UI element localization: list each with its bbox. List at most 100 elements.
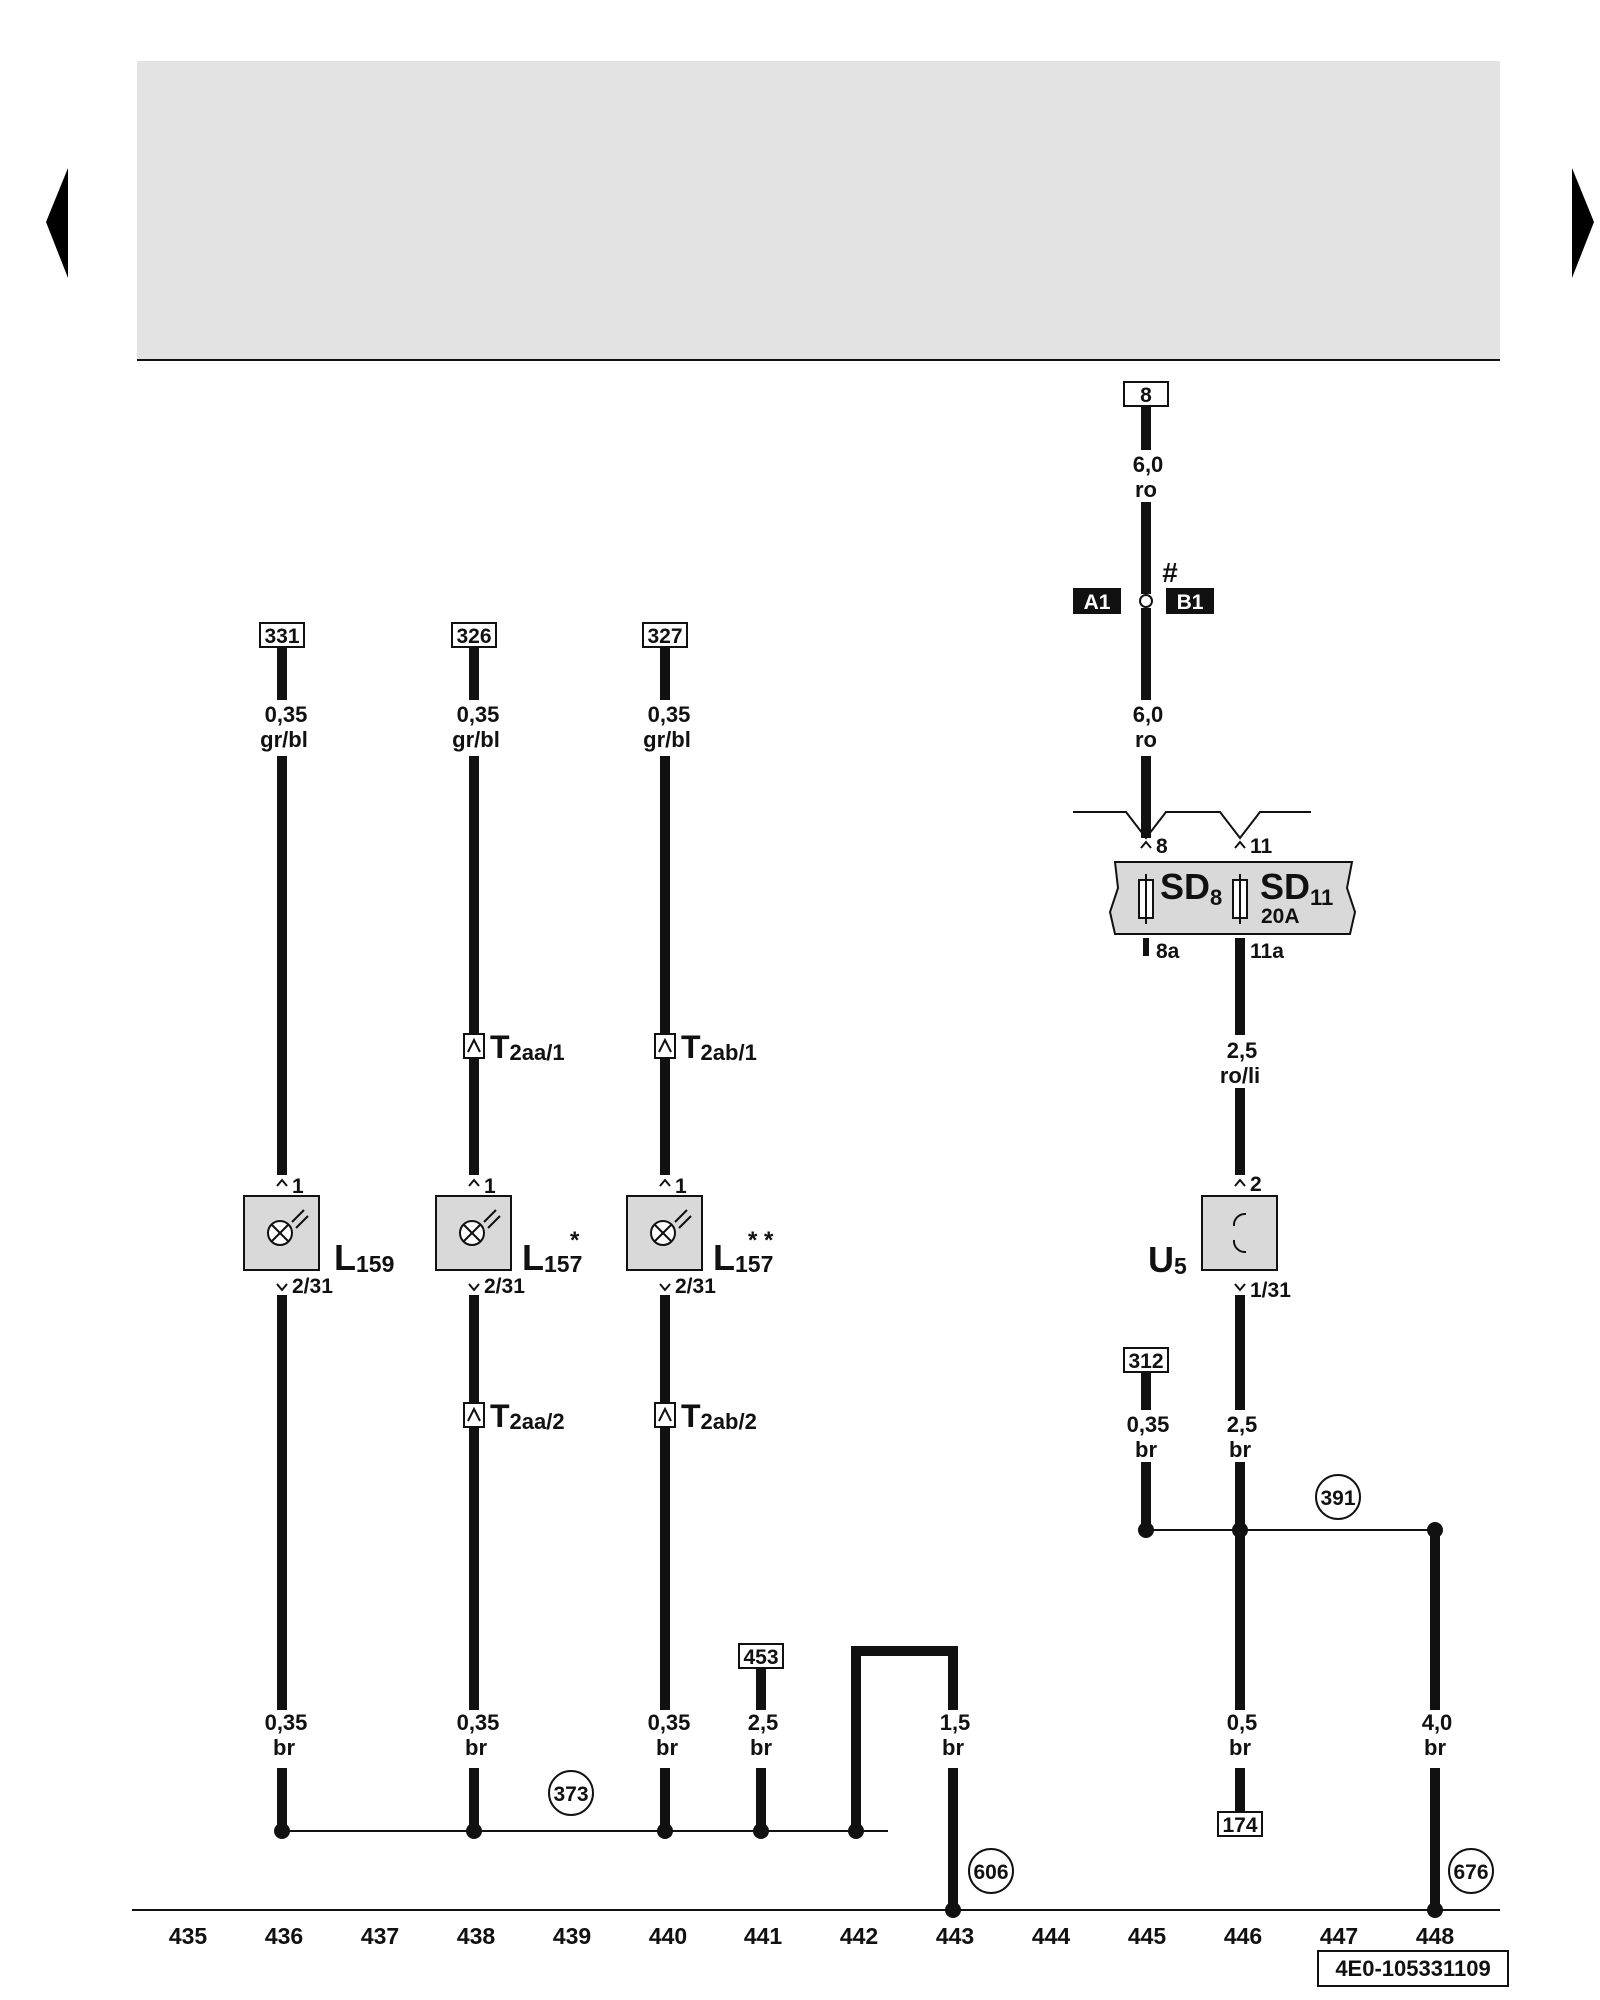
fuse-pin-11a: 11a bbox=[1250, 940, 1284, 963]
svg-text:A1: A1 bbox=[1084, 591, 1111, 614]
lamp-l157-star-label: L157 bbox=[522, 1237, 582, 1278]
lamp-l157-star[interactable] bbox=[435, 1195, 512, 1271]
socket-u5-label: U5 bbox=[1148, 1239, 1187, 1280]
lamp-l157-double-star[interactable] bbox=[626, 1195, 703, 1271]
wire-label-440-top: 0,35 gr/bl bbox=[643, 702, 691, 752]
svg-text:174: 174 bbox=[1222, 1814, 1257, 1837]
ref-box-327[interactable]: 327 bbox=[642, 622, 688, 648]
wire-label-438-bot: 0,35 br bbox=[457, 1710, 500, 1760]
next-page-arrow-icon[interactable] bbox=[1572, 168, 1594, 278]
wire-label-446-low: 2,5 br bbox=[1227, 1412, 1258, 1462]
prev-page-arrow-icon[interactable] bbox=[46, 168, 68, 278]
svg-text:0,35: 0,35 bbox=[457, 1710, 500, 1735]
svg-text:453: 453 bbox=[743, 1646, 778, 1669]
svg-text:br: br bbox=[1424, 1735, 1446, 1760]
junction-dots bbox=[274, 1522, 1443, 1918]
connector-t2aa-2[interactable]: T2aa/2 bbox=[463, 1398, 565, 1434]
svg-text:ro/li: ro/li bbox=[1220, 1063, 1260, 1088]
svg-text:br: br bbox=[1135, 1437, 1157, 1462]
socket-u5[interactable] bbox=[1201, 1195, 1278, 1271]
header-area bbox=[137, 61, 1500, 360]
svg-text:0,35: 0,35 bbox=[1127, 1412, 1170, 1437]
axis-number: 435 bbox=[169, 1923, 208, 1949]
fuse-box[interactable]: SD8 SD11 20A bbox=[1108, 861, 1357, 935]
lamp-l159[interactable] bbox=[243, 1195, 320, 1271]
ground-point-606[interactable]: 606 bbox=[968, 1848, 1014, 1894]
svg-text:br: br bbox=[750, 1735, 772, 1760]
ground-point-676[interactable]: 676 bbox=[1448, 1848, 1494, 1894]
fuse-pin-8: 8 bbox=[1156, 835, 1168, 858]
connector-t2aa-1[interactable]: T2aa/1 bbox=[463, 1029, 565, 1065]
wire-label-438-top: 0,35 gr/bl bbox=[452, 702, 500, 752]
svg-text:gr/bl: gr/bl bbox=[643, 727, 691, 752]
wire-label-445-a: 6,0 ro bbox=[1133, 452, 1164, 502]
splice-point-a1-b1[interactable]: # A1 B1 bbox=[1073, 557, 1214, 614]
svg-text:gr/bl: gr/bl bbox=[260, 727, 308, 752]
lamp-l157-double-star-pin-2-31: 2/31 bbox=[675, 1275, 716, 1298]
lamp-l157-double-star-pin-1: 1 bbox=[675, 1175, 687, 1198]
svg-text:T2aa/1: T2aa/1 bbox=[490, 1029, 565, 1065]
ref-box-326[interactable]: 326 bbox=[451, 622, 497, 648]
svg-text:327: 327 bbox=[647, 625, 682, 648]
ref-box-453[interactable]: 453 bbox=[738, 1643, 784, 1669]
ref-box-8[interactable]: 8 bbox=[1123, 381, 1169, 407]
svg-text:br: br bbox=[1229, 1437, 1251, 1462]
pin-arrow-marks bbox=[276, 840, 1246, 1292]
svg-text:6,0: 6,0 bbox=[1133, 452, 1164, 477]
wire-label-441-bot: 2,5 br bbox=[748, 1710, 779, 1760]
svg-text:T2aa/2: T2aa/2 bbox=[490, 1398, 565, 1434]
fusebox-supply-rail bbox=[1073, 811, 1311, 840]
lamp-l157-star-mark: * bbox=[570, 1227, 580, 1254]
lamp-l157-double-star-label: L157 bbox=[713, 1237, 773, 1278]
lamp-l159-pin-2-31: 2/31 bbox=[292, 1275, 333, 1298]
svg-text:8: 8 bbox=[1140, 384, 1152, 407]
svg-text:606: 606 bbox=[973, 1861, 1008, 1884]
axis-number: 445 bbox=[1128, 1923, 1167, 1949]
lamp-l157-double-star-mark: * * bbox=[748, 1227, 774, 1254]
ref-box-331[interactable]: 331 bbox=[259, 622, 305, 648]
lamp-l157-star-pin-2-31: 2/31 bbox=[484, 1275, 525, 1298]
axis-number: 436 bbox=[265, 1923, 303, 1949]
svg-text:20A: 20A bbox=[1261, 905, 1300, 928]
wire-label-440-bot: 0,35 br bbox=[648, 1710, 691, 1760]
connector-t2ab-1[interactable]: T2ab/1 bbox=[654, 1029, 757, 1065]
svg-text:1,5: 1,5 bbox=[940, 1710, 971, 1735]
svg-text:4E0-105331109: 4E0-105331109 bbox=[1335, 1956, 1490, 1981]
ref-box-312[interactable]: 312 bbox=[1123, 1347, 1169, 1373]
lamp-l157-star-pin-1: 1 bbox=[484, 1175, 496, 1198]
wire-label-446-bot: 0,5 br bbox=[1227, 1710, 1258, 1760]
ref-box-174[interactable]: 174 bbox=[1217, 1811, 1263, 1837]
wire-label-445-b: 6,0 ro bbox=[1133, 702, 1164, 752]
connector-t2ab-2[interactable]: T2ab/2 bbox=[654, 1398, 757, 1434]
svg-text:2,5: 2,5 bbox=[748, 1710, 779, 1735]
axis-number: 438 bbox=[457, 1923, 496, 1949]
svg-text:2,5: 2,5 bbox=[1227, 1038, 1258, 1063]
svg-text:0,5: 0,5 bbox=[1227, 1710, 1258, 1735]
svg-text:br: br bbox=[273, 1735, 295, 1760]
axis-number: 439 bbox=[553, 1923, 591, 1949]
wire-label-448-bot: 4,0 br bbox=[1422, 1710, 1453, 1760]
ground-point-391[interactable]: 391 bbox=[1315, 1474, 1361, 1520]
fuse-pin-11: 11 bbox=[1250, 835, 1273, 858]
svg-text:ro: ro bbox=[1135, 477, 1157, 502]
ground-point-373[interactable]: 373 bbox=[548, 1770, 594, 1816]
axis-number: 446 bbox=[1224, 1923, 1262, 1949]
lamp-l159-pin-1: 1 bbox=[292, 1175, 304, 1198]
bulb-icon bbox=[650, 1209, 692, 1246]
svg-text:676: 676 bbox=[1453, 1861, 1488, 1884]
svg-text:T2ab/2: T2ab/2 bbox=[681, 1398, 757, 1434]
wire-label-446-mid: 2,5 ro/li bbox=[1220, 1038, 1260, 1088]
svg-text:br: br bbox=[465, 1735, 487, 1760]
axis-number: 440 bbox=[649, 1923, 687, 1949]
column-axis: 435 436 437 438 439 440 441 442 443 444 … bbox=[169, 1923, 1455, 1949]
svg-text:0,35: 0,35 bbox=[648, 1710, 691, 1735]
svg-text:gr/bl: gr/bl bbox=[452, 727, 500, 752]
bulb-icon bbox=[459, 1209, 501, 1246]
svg-text:326: 326 bbox=[456, 625, 491, 648]
svg-text:SD8: SD8 bbox=[1160, 866, 1222, 910]
axis-number: 447 bbox=[1320, 1923, 1358, 1949]
svg-text:br: br bbox=[1229, 1735, 1251, 1760]
wire-442-443-bridge bbox=[851, 1646, 958, 1831]
document-id: 4E0-105331109 bbox=[1317, 1950, 1509, 1987]
